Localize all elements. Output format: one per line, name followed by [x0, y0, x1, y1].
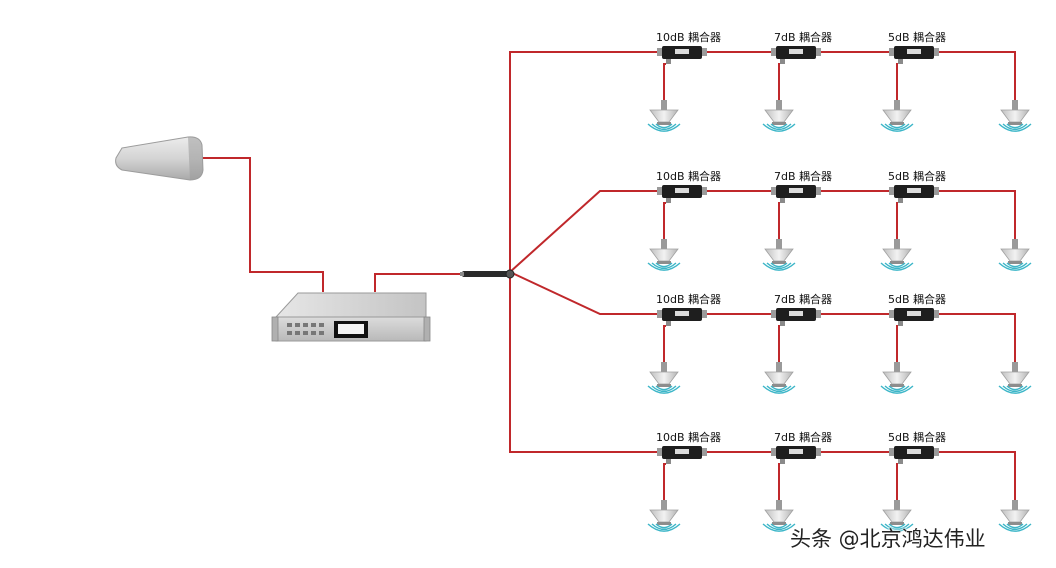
branch-row-2: 10dB 耦合器 7dB 耦合器 5dB 耦合器 — [647, 169, 1032, 271]
branch-row-1: 10dB 耦合器 7dB 耦合器 5dB 耦合器 — [647, 30, 1032, 132]
coupler-icon — [771, 46, 821, 64]
repeater-output-cable — [374, 273, 462, 292]
coupler-icon — [657, 185, 707, 203]
repeater-unit-icon — [271, 292, 431, 342]
coupler-icon — [889, 46, 939, 64]
branch-cable-4 — [509, 272, 660, 453]
tap-cable — [778, 63, 780, 100]
branch-row-3: 10dB 耦合器 7dB 耦合器 5dB 耦合器 — [647, 292, 1032, 394]
coupler-icon — [771, 185, 821, 203]
ceiling-antenna-icon — [647, 500, 681, 532]
ceiling-antenna-icon — [880, 500, 914, 532]
trunk-cables — [203, 51, 660, 453]
coupler-label: 7dB 耦合器 — [774, 430, 832, 444]
branch-rows: 10dB 耦合器 7dB 耦合器 5dB 耦合器 10dB 耦合器 7dB 耦合器 5dB… — [647, 30, 1032, 532]
ceiling-antenna-icon — [998, 239, 1032, 271]
coupler-icon — [771, 446, 821, 464]
power-splitter-icon — [460, 269, 515, 279]
ceiling-antenna-icon — [762, 500, 796, 532]
tap-cable — [663, 63, 666, 100]
ceiling-antenna-icon — [998, 500, 1032, 532]
coupler-label: 5dB 耦合器 — [888, 169, 946, 183]
ceiling-antenna-icon — [880, 239, 914, 271]
coupler-label: 10dB 耦合器 — [656, 30, 721, 44]
tap-cable — [896, 325, 898, 362]
coupler-label: 10dB 耦合器 — [656, 169, 721, 183]
tap-cable — [663, 325, 666, 362]
coupler-label: 10dB 耦合器 — [656, 430, 721, 444]
coupler-label: 7dB 耦合器 — [774, 169, 832, 183]
coupler-label: 10dB 耦合器 — [656, 292, 721, 306]
row-feeder-cable — [660, 451, 1016, 500]
ceiling-antenna-icon — [880, 362, 914, 394]
tap-cable — [778, 325, 780, 362]
tap-cable — [778, 202, 780, 239]
row-feeder-cable — [660, 190, 1016, 239]
coupler-label: 5dB 耦合器 — [888, 30, 946, 44]
coupler-label: 5dB 耦合器 — [888, 292, 946, 306]
coupler-icon — [889, 446, 939, 464]
branch-cable-3 — [509, 271, 660, 315]
tap-cable — [896, 463, 898, 500]
ceiling-antenna-icon — [647, 362, 681, 394]
tap-cable — [778, 463, 780, 500]
ceiling-antenna-icon — [998, 100, 1032, 132]
row-feeder-cable — [660, 51, 1016, 100]
donor-feeder-cable — [203, 157, 324, 292]
ceiling-antenna-icon — [998, 362, 1032, 394]
coupler-icon — [657, 308, 707, 326]
donor-panel-antenna-icon — [115, 136, 204, 181]
ceiling-antenna-icon — [647, 100, 681, 132]
ceiling-antenna-icon — [762, 100, 796, 132]
tap-cable — [663, 202, 666, 239]
tap-cable — [663, 463, 666, 500]
coupler-icon — [889, 185, 939, 203]
ceiling-antenna-icon — [880, 100, 914, 132]
ceiling-antenna-icon — [762, 362, 796, 394]
branch-row-4: 10dB 耦合器 7dB 耦合器 5dB 耦合器 — [647, 430, 1032, 532]
ceiling-antenna-icon — [762, 239, 796, 271]
tap-cable — [896, 202, 898, 239]
coupler-icon — [657, 446, 707, 464]
watermark-text: 头条 @北京鸿达伟业 — [790, 527, 986, 551]
coupler-icon — [771, 308, 821, 326]
coupler-label: 5dB 耦合器 — [888, 430, 946, 444]
coupler-icon — [657, 46, 707, 64]
ceiling-antenna-icon — [647, 239, 681, 271]
row-feeder-cable — [660, 313, 1016, 362]
coupler-icon — [889, 308, 939, 326]
branch-cable-1 — [509, 51, 660, 272]
tap-cable — [896, 63, 898, 100]
coupler-label: 7dB 耦合器 — [774, 292, 832, 306]
coupler-label: 7dB 耦合器 — [774, 30, 832, 44]
branch-cable-2 — [509, 190, 660, 273]
